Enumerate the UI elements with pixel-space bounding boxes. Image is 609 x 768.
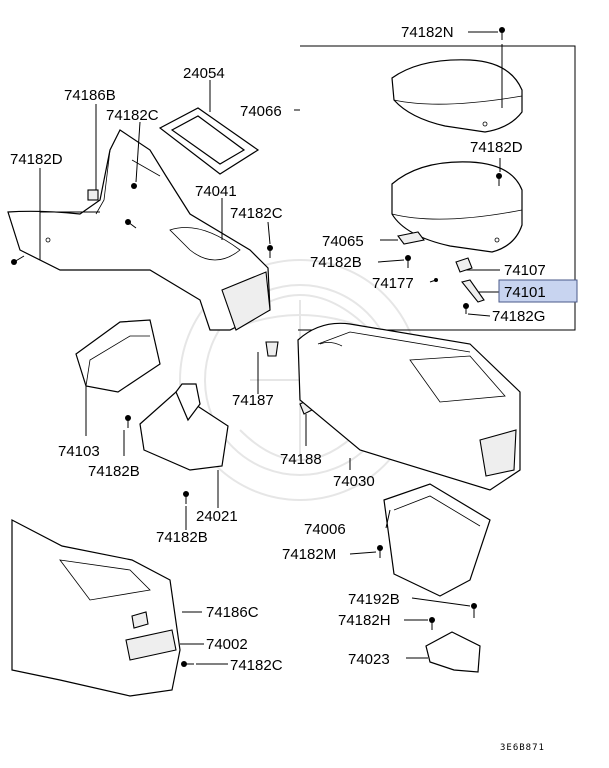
label-24021[interactable]: 24021 (196, 508, 238, 525)
bracket-74065 (397, 231, 425, 245)
label-74182B-low[interactable]: 74182B (156, 529, 208, 546)
floor-console-part (11, 519, 194, 697)
label-74182C-top[interactable]: 74182C (106, 107, 159, 124)
grommet-74187 (265, 341, 279, 357)
storage-box-part (377, 483, 491, 597)
part-labels: 74182N 74066 24054 74186B 74182C 74182D … (10, 24, 546, 674)
shift-boot-part (139, 383, 229, 504)
label-74182G[interactable]: 74182G (492, 308, 545, 325)
storage-tray-part (75, 319, 161, 428)
lever-74101 (461, 279, 485, 303)
label-74188[interactable]: 74188 (280, 451, 322, 468)
label-74182D-left[interactable]: 74182D (10, 151, 63, 168)
label-74182D-right[interactable]: 74182D (470, 139, 523, 156)
label-74030[interactable]: 74030 (333, 473, 375, 490)
label-74182B-top[interactable]: 74182B (310, 254, 362, 271)
armrest-lid-part (391, 59, 523, 133)
bracket-74023 (425, 603, 481, 673)
upper-console-panel (7, 129, 271, 331)
label-74107[interactable]: 74107 (504, 262, 546, 279)
label-74002[interactable]: 74002 (206, 636, 248, 653)
diagram-code: 3E6B871 (500, 743, 545, 753)
armrest-inset-frame (298, 45, 576, 331)
label-74192B[interactable]: 74192B (348, 591, 400, 608)
label-74186C[interactable]: 74186C (206, 604, 259, 621)
label-24054[interactable]: 24054 (183, 65, 225, 82)
label-74182N[interactable]: 74182N (401, 24, 454, 41)
leader-lines (39, 31, 503, 665)
screw-icons-upper (11, 183, 273, 265)
label-74182C-low[interactable]: 74182C (230, 657, 283, 674)
highlight-box (498, 279, 578, 303)
label-74101[interactable]: 74101 (504, 284, 546, 301)
label-74065[interactable]: 74065 (322, 233, 364, 250)
label-74182M[interactable]: 74182M (282, 546, 336, 563)
shift-bezel-part (158, 107, 260, 175)
label-74066[interactable]: 74066 (240, 103, 282, 120)
label-74187[interactable]: 74187 (232, 392, 274, 409)
label-74177[interactable]: 74177 (372, 275, 414, 292)
latch-74107 (455, 257, 473, 273)
main-console-part (297, 322, 521, 491)
label-74103[interactable]: 74103 (58, 443, 100, 460)
label-74182H[interactable]: 74182H (338, 612, 391, 629)
screw-icons-inset (405, 27, 505, 314)
label-74182C-mid[interactable]: 74182C (230, 205, 283, 222)
label-74006[interactable]: 74006 (304, 521, 346, 538)
label-74186B[interactable]: 74186B (64, 87, 116, 104)
label-74041[interactable]: 74041 (195, 183, 237, 200)
label-74182B-mid[interactable]: 74182B (88, 463, 140, 480)
label-74023[interactable]: 74023 (348, 651, 390, 668)
